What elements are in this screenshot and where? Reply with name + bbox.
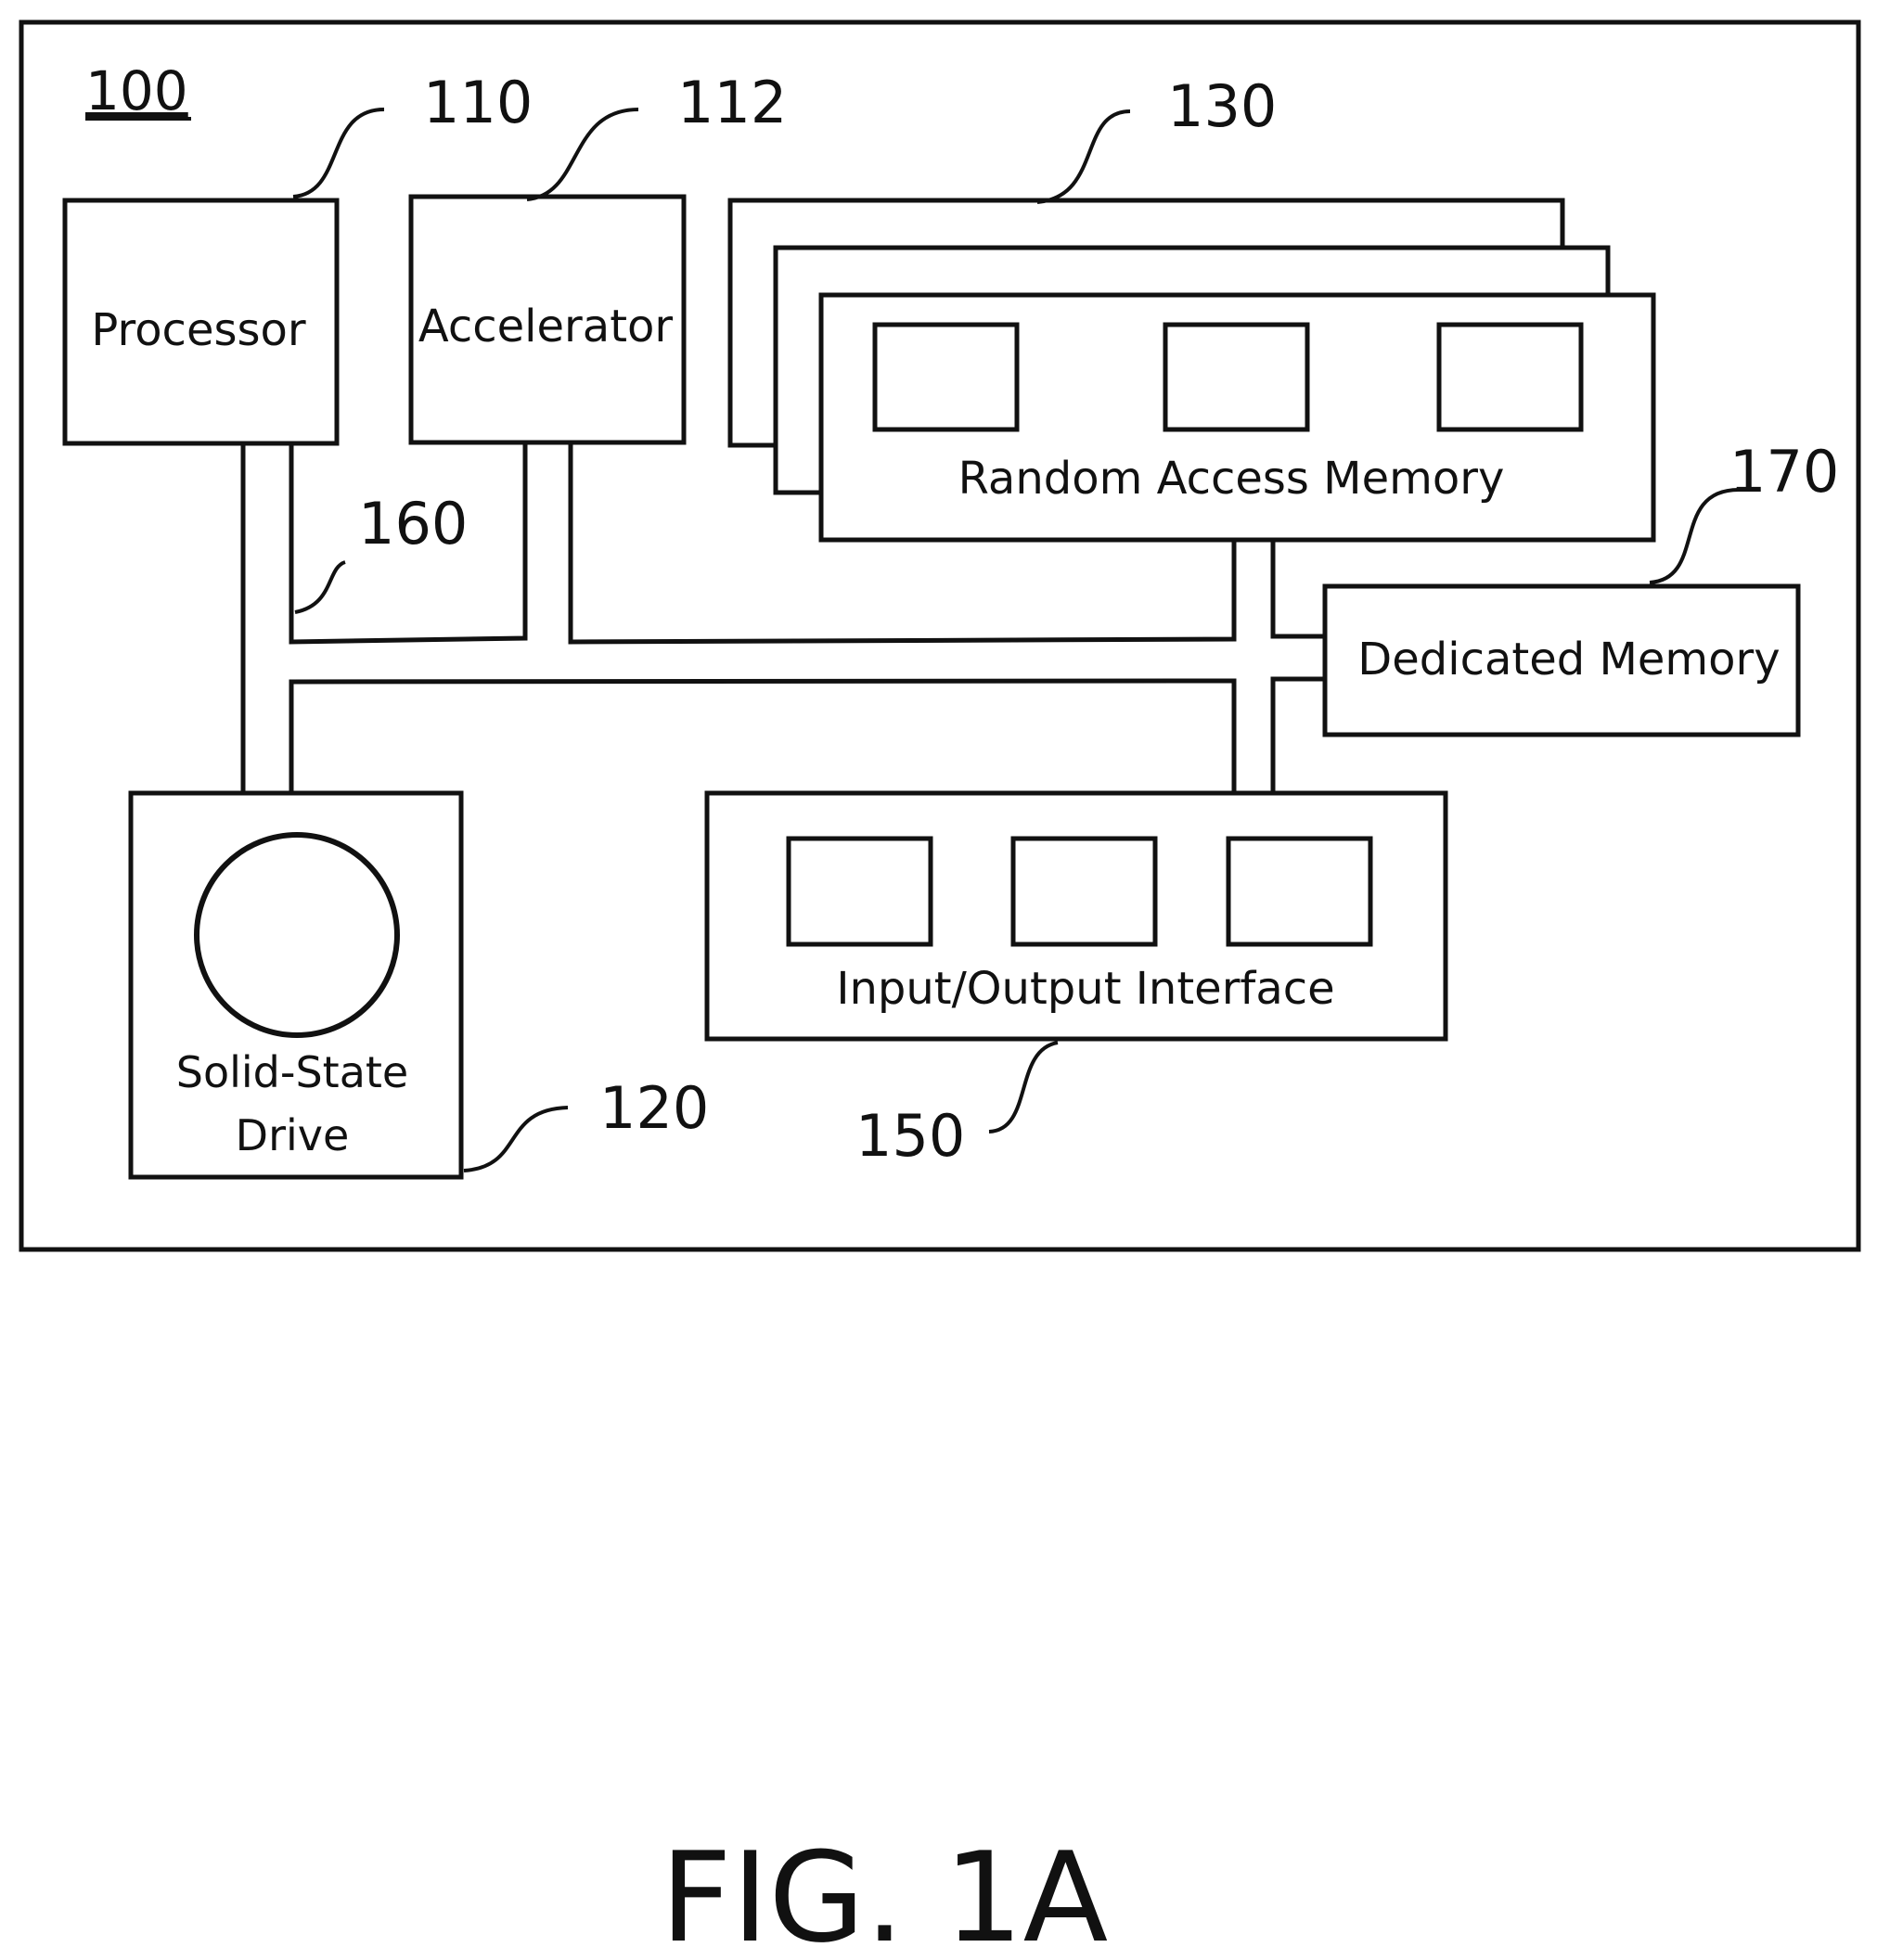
system-ref-label: 100 <box>85 59 188 122</box>
ssd-label-line1: Solid-State <box>176 1047 408 1097</box>
ram-leader-line <box>1037 111 1130 202</box>
ram-cell-3 <box>1439 325 1581 429</box>
accelerator-leader-line <box>527 109 638 199</box>
dedicated-memory-label: Dedicated Memory <box>1357 634 1780 685</box>
dedicated-memory-ref-label: 170 <box>1729 438 1839 506</box>
processor-leader-line <box>293 109 384 197</box>
ram-cell-2 <box>1165 325 1307 429</box>
processor-label: Processor <box>91 304 305 356</box>
io-label: Input/Output Interface <box>836 963 1334 1015</box>
io-leader-line <box>989 1043 1058 1132</box>
figure-caption: FIG. 1A <box>661 1825 1109 1960</box>
dedicated-memory-leader-line <box>1650 490 1739 583</box>
ssd-ref-label: 120 <box>599 1074 709 1142</box>
io-port-2 <box>1013 839 1155 944</box>
io-ref-label: 150 <box>855 1102 965 1170</box>
bus-leader-line <box>295 562 345 612</box>
bus-ref-label: 160 <box>358 490 468 557</box>
ssd-leader-line <box>464 1108 568 1171</box>
io-port-1 <box>789 839 931 944</box>
ram-label: Random Access Memory <box>958 453 1505 505</box>
processor-ref-label: 110 <box>423 69 533 136</box>
accelerator-ref-label: 112 <box>677 69 787 136</box>
ssd-disk-icon <box>197 835 397 1035</box>
ram-ref-label: 130 <box>1167 72 1277 140</box>
ram-cell-1 <box>875 325 1017 429</box>
io-port-3 <box>1228 839 1370 944</box>
accelerator-label: Accelerator <box>418 301 674 352</box>
ssd-label-line2: Drive <box>236 1110 350 1160</box>
